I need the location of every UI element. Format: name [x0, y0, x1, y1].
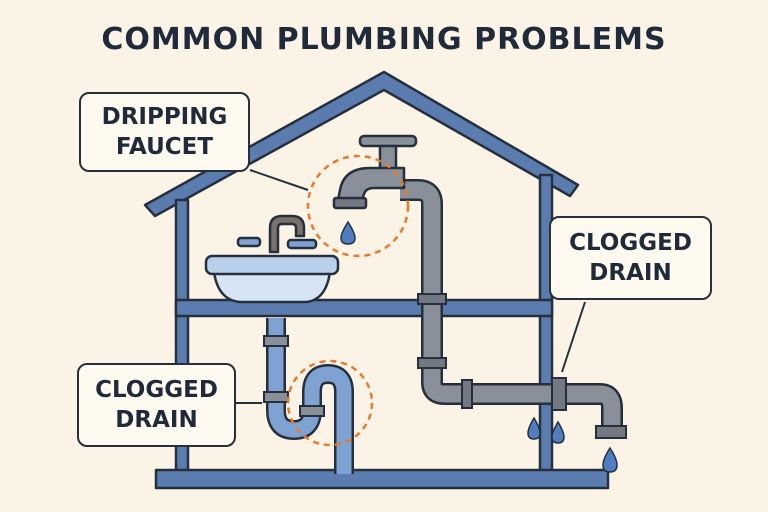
drain-problem-marker: [286, 359, 374, 447]
faucet-handle: [358, 134, 418, 148]
water-drops: [340, 220, 618, 473]
pipe-joint: [417, 293, 447, 305]
callout-line: DRAIN: [589, 260, 672, 286]
callout-clogged-drain-left: CLOGGED DRAIN: [77, 363, 236, 447]
diagram-title: COMMON PLUMBING PROBLEMS: [101, 22, 667, 57]
ground-beam: [154, 468, 610, 490]
sink-handle-left: [236, 236, 262, 248]
callout-line: CLOGGED: [569, 230, 692, 256]
leader-lines: [236, 169, 586, 404]
supply-pipe: [400, 179, 627, 439]
water-drop-icon: [602, 446, 618, 473]
pipe-joint: [461, 379, 473, 409]
sink-handle-right: [286, 238, 318, 250]
faucet-nozzle: [332, 196, 368, 210]
pipe-joint: [263, 335, 289, 347]
pipe-joint: [263, 391, 289, 403]
sink-rim: [204, 254, 340, 276]
callout-line: CLOGGED: [95, 377, 218, 403]
callout-line: DRIPPING: [101, 104, 228, 130]
water-drop-icon: [340, 220, 356, 245]
wall-faucet: [332, 134, 418, 210]
floor-beam: [174, 298, 554, 318]
water-drop-icon: [551, 420, 565, 444]
p-trap-pipe: [263, 318, 354, 474]
faucet-problem-marker: [306, 154, 410, 258]
callout-dripping-faucet: DRIPPING FAUCET: [79, 92, 250, 172]
sink-faucet: [268, 214, 306, 254]
callout-line: FAUCET: [115, 134, 214, 160]
sink: [204, 214, 340, 304]
problem-markers: [286, 154, 410, 447]
drain-right-leader-line: [561, 301, 586, 373]
callout-line: DRAIN: [115, 407, 198, 433]
water-drop-icon: [527, 416, 541, 440]
roof: [143, 70, 580, 218]
callout-clogged-drain-right: CLOGGED DRAIN: [549, 216, 712, 300]
house-frame: [143, 70, 610, 490]
pipe-joint: [417, 357, 447, 369]
pipe-outlet-cap: [595, 425, 627, 439]
pipe-joint: [299, 405, 325, 417]
faucet-leader-line: [249, 169, 309, 191]
pipe-joint: [551, 377, 567, 411]
sink-basin: [212, 270, 332, 304]
